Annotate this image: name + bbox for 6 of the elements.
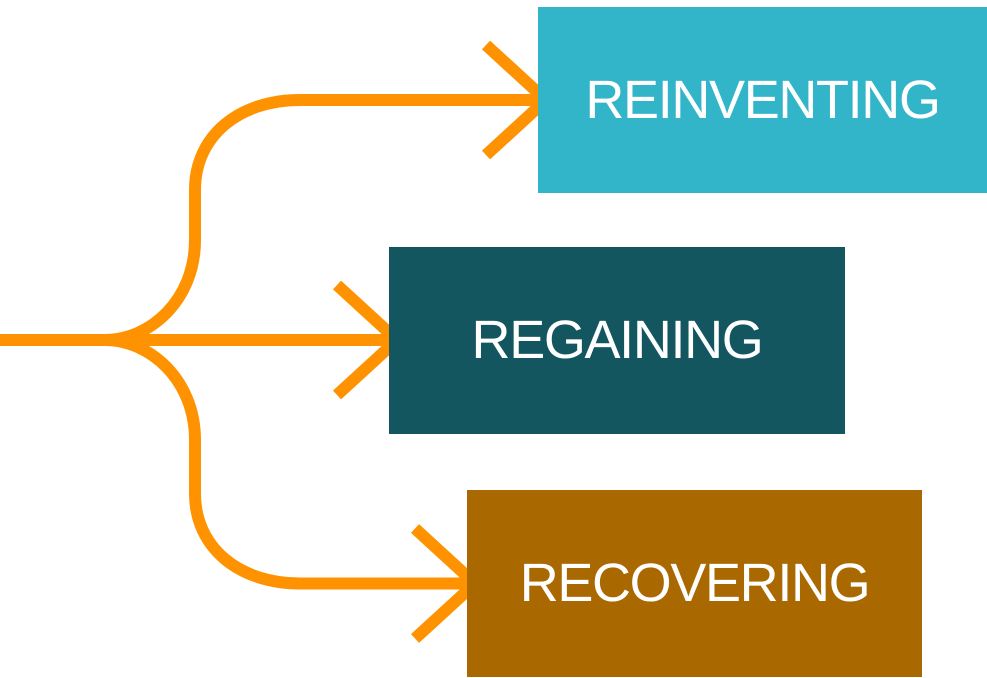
box-label: REINVENTING (585, 68, 940, 132)
box-label: REGAINING (472, 309, 762, 372)
box-label: RECOVERING (520, 552, 870, 615)
label-box (467, 490, 922, 677)
label-box (389, 247, 845, 434)
label-box (538, 7, 987, 193)
